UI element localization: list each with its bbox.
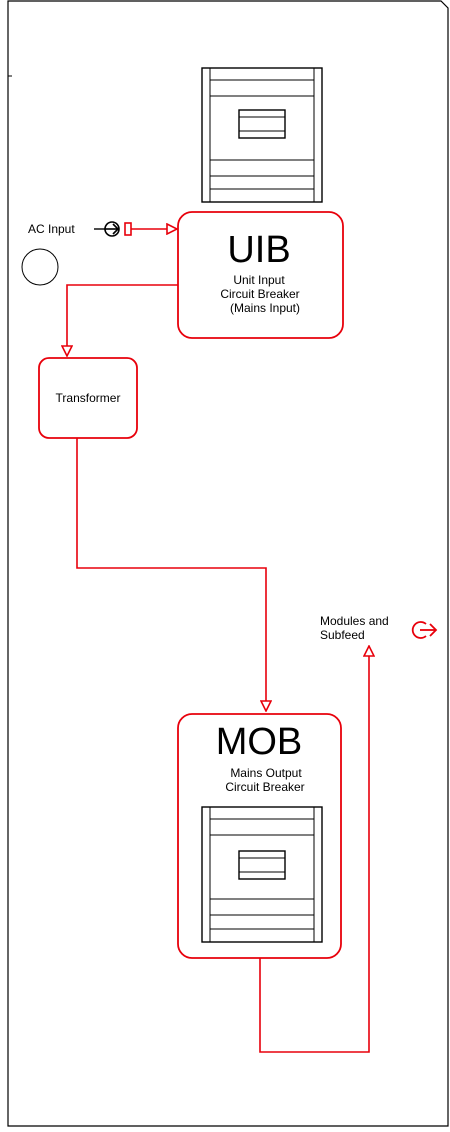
output-label-line-1: Modules and [320,614,389,628]
uib-line-2: Circuit Breaker [220,287,299,301]
uib-line-1: Unit Input [233,273,285,287]
mob-line-1: Mains Output [230,766,302,780]
output-arrow-icon [411,621,438,639]
uib-line-3: (Mains Input) [230,301,300,315]
transformer-label: Transformer [56,391,121,405]
uib-box [177,211,344,339]
ac-input-plug [124,222,132,236]
connector-arrow-icon [104,221,120,237]
mob-title: MOB [216,721,303,763]
transformer-to-mob-path [76,438,266,711]
uib-breaker-handle [238,109,286,139]
transformer-box [38,357,138,439]
uib-to-transformer-path [67,284,178,356]
enclosure-outline [7,0,449,1127]
mob-to-output-path [259,646,369,1053]
mob-breaker-handle [238,850,286,880]
mob-line-2: Circuit Breaker [225,780,304,794]
mob-breaker-module [201,806,323,943]
ac-input-label: AC Input [28,222,75,236]
uib-title: UIB [227,229,290,271]
output-label-line-2: Subfeed [320,628,365,642]
uib-breaker-module [201,67,323,203]
panel-mounting-hole [21,248,59,286]
